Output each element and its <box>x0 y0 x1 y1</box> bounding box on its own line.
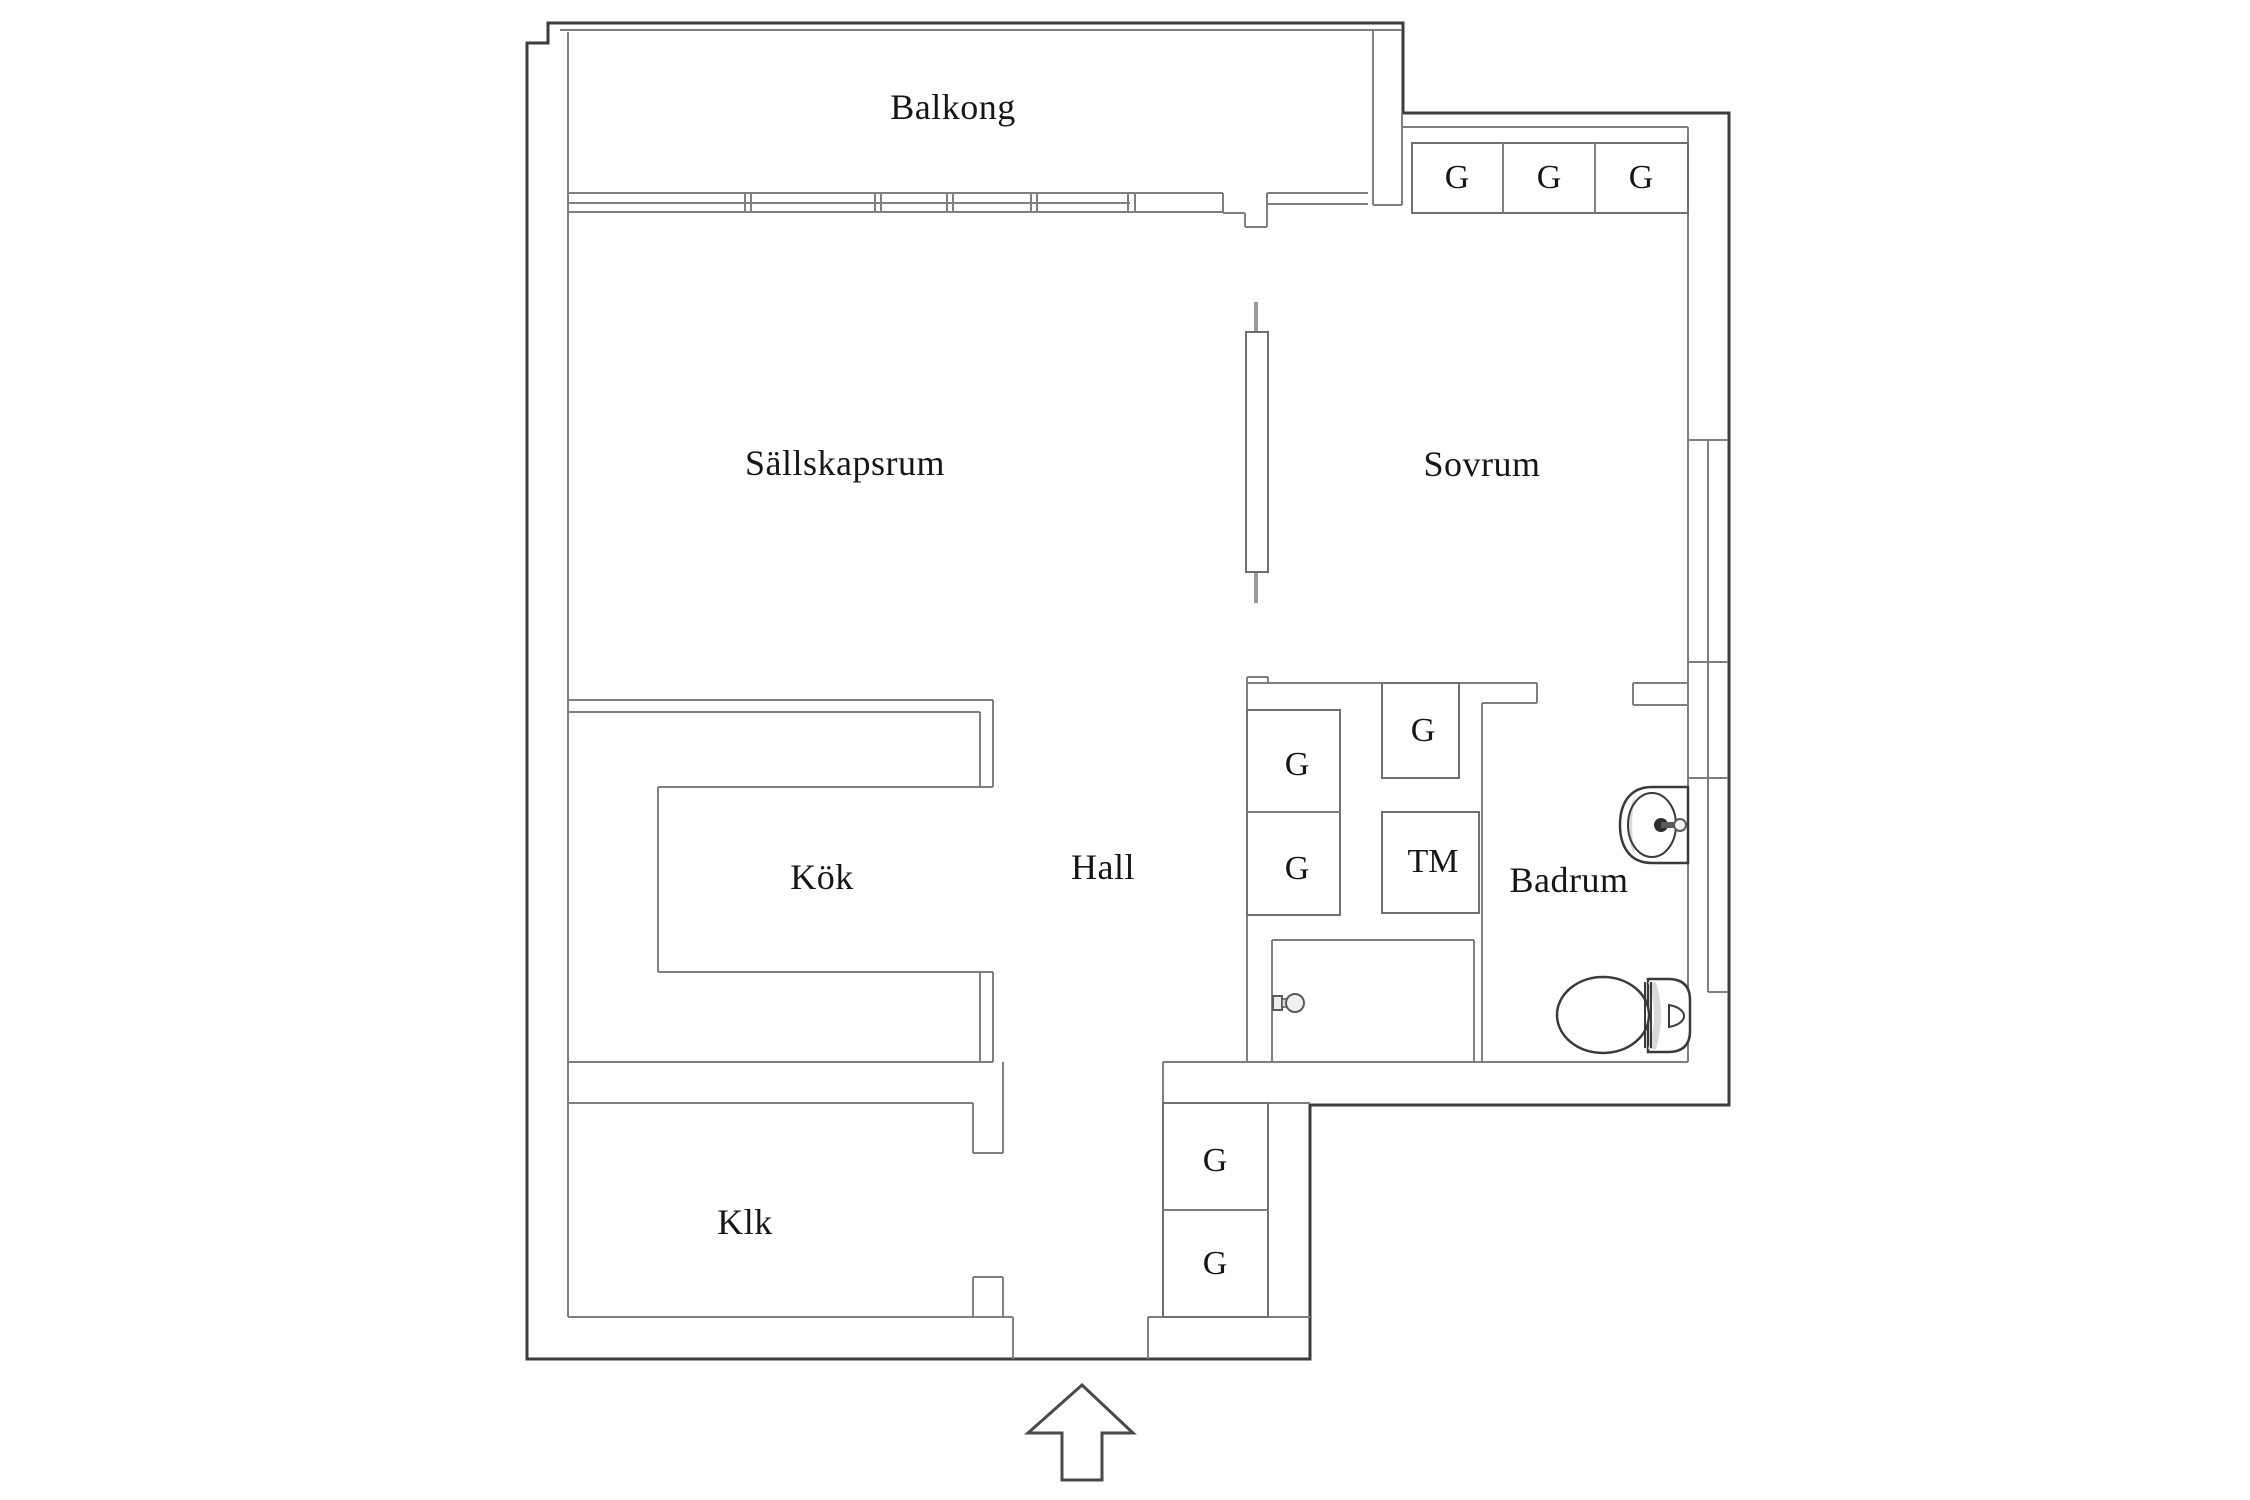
wardrobe-label: G <box>1444 159 1470 196</box>
entrance-arrow-icon <box>1024 1382 1137 1482</box>
room-label-sovrum: Sovrum <box>1423 444 1541 484</box>
room-label-klk: Klk <box>717 1202 773 1242</box>
wardrobe-label: G <box>1202 1245 1228 1282</box>
wardrobe-boxes <box>1162 142 1689 1318</box>
wardrobe-label: G <box>1202 1142 1228 1179</box>
wardrobe-label: G <box>1536 159 1562 196</box>
room-label-kok: Kök <box>790 857 854 897</box>
balcony-window-mullions <box>744 193 1136 213</box>
wardrobe-label: G <box>1628 159 1654 196</box>
wardrobe-near-tm <box>1381 682 1460 779</box>
room-label-sallskapsrum: Sällskapsrum <box>745 443 945 483</box>
wardrobe-label: G <box>1410 712 1436 749</box>
room-label-badrum: Badrum <box>1509 860 1629 900</box>
sliding-door[interactable] <box>1245 302 1269 603</box>
sliding-door-leaf <box>1245 331 1269 573</box>
washing-machine-label: TM <box>1407 843 1459 880</box>
toilet-icon <box>1555 975 1692 1055</box>
inner-walls <box>560 29 1728 1359</box>
room-label-balkong: Balkong <box>890 87 1016 127</box>
room-label-hall: Hall <box>1071 847 1135 887</box>
sink-icon <box>1618 785 1690 865</box>
wardrobe-label: G <box>1284 746 1310 783</box>
wardrobe-row-bedroom <box>1411 142 1689 214</box>
outer-wall-outline <box>525 21 1731 1361</box>
washing-machine-box <box>1381 811 1480 914</box>
door-handle-icon <box>1272 993 1305 1013</box>
wardrobe-label: G <box>1284 850 1310 887</box>
